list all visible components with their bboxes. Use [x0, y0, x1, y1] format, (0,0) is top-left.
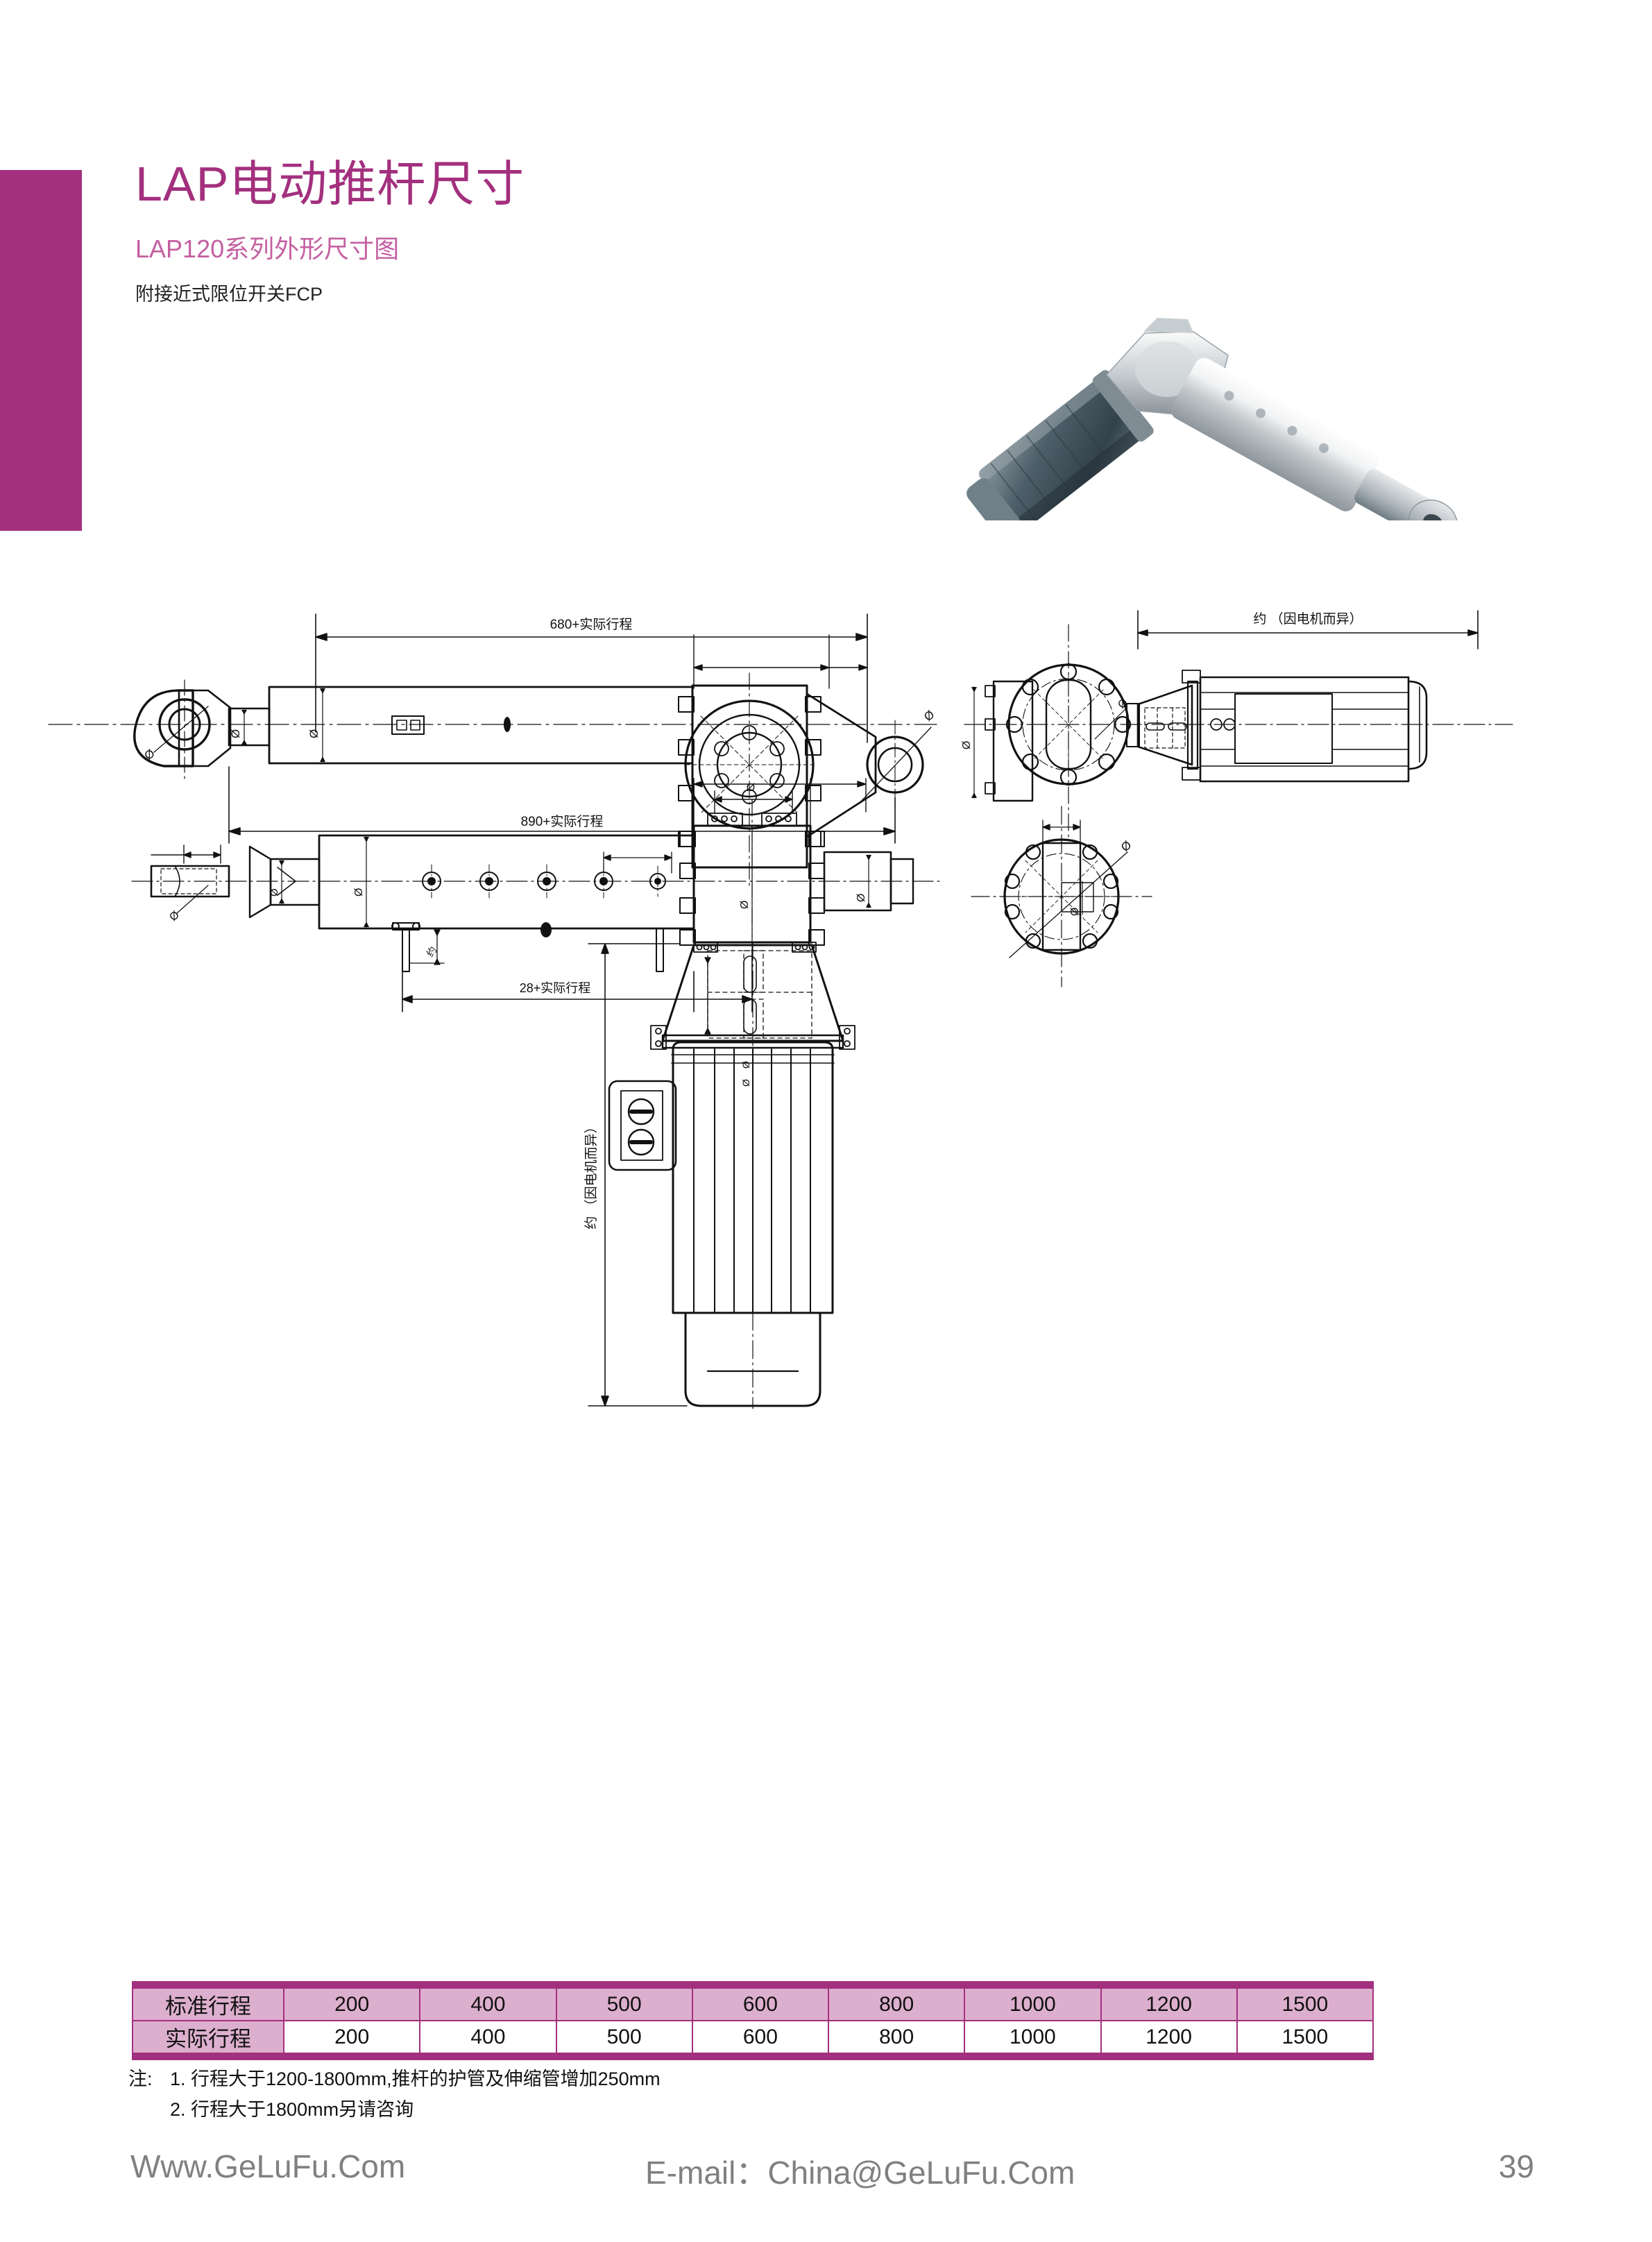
dim-diameter-bracket: Ø — [921, 708, 937, 724]
drawing-top-right-motor-view: 约 （因电机而异） — [961, 610, 1513, 840]
cell-actual-3: 600 — [691, 2020, 830, 2054]
protective-tube-mid: Ø — [318, 834, 695, 972]
dim-diameter-gearbox-top: Ø — [747, 782, 755, 794]
dim-diameter-motor-a: Ø — [740, 1061, 751, 1069]
title-block: LAP电动推杆尺寸 LAP120系列外形尺寸图 附接近式限位开关FCP — [135, 158, 525, 306]
dim-diameter-output-shaft: Ø — [855, 894, 867, 902]
table-row-actual-stroke: 实际行程 200 400 500 600 800 1000 1200 1500 — [132, 2020, 1374, 2054]
notes-block: 注: 1. 行程大于1200-1800mm,推杆的护管及伸缩管增加250mm 2.… — [128, 2064, 661, 2125]
row-label-actual-stroke: 实际行程 — [132, 2020, 284, 2054]
cell-actual-7: 1500 — [1236, 2020, 1374, 2054]
protective-tube: Ø — [268, 686, 694, 765]
cell-standard-7: 1500 — [1236, 1987, 1374, 2021]
technical-drawings: 680+实际行程 Ø — [0, 583, 1652, 1957]
drawing-mid-left-top-view: Ø Ø Ø — [131, 778, 944, 1012]
spec-table: 标准行程 200 400 500 600 800 1000 1200 1500 … — [132, 1987, 1374, 2054]
cell-standard-1: 400 — [419, 1987, 557, 2021]
cell-standard-6: 1200 — [1100, 1987, 1238, 2021]
dim-diameter-rod: Ø — [229, 729, 242, 738]
cell-actual-2: 500 — [555, 2020, 693, 2054]
dim-label-28: 28+实际行程 — [520, 981, 591, 995]
motor-adaptor-cone-vertical — [650, 942, 855, 1050]
table-row-standard-stroke: 标准行程 200 400 500 600 800 1000 1200 1500 — [132, 1987, 1374, 2021]
dim-diameter-flange-bore: Ø — [1069, 908, 1081, 916]
drawing-flange-detail: Ø Ø — [971, 806, 1152, 987]
dim-label-approx-vertical: 约 （因电机而异） — [584, 1120, 599, 1229]
dim-label-approx-motor: 约 （因电机而异） — [1253, 611, 1362, 627]
cell-actual-0: 200 — [282, 2020, 421, 2054]
cell-actual-4: 800 — [827, 2020, 966, 2054]
dim-small-gap: 约 — [424, 944, 438, 959]
page-footer: Www.GeLuFu.Com E-mail：China@GeLuFu.Com 3… — [0, 2148, 1652, 2203]
page-title: LAP电动推杆尺寸 — [135, 157, 525, 211]
footer-website[interactable]: Www.GeLuFu.Com — [130, 2148, 406, 2184]
actuator-tube-photo — [1170, 357, 1458, 547]
limit-switch-block — [391, 715, 425, 735]
dim-28-line — [402, 949, 753, 1012]
dim-diameter-motor-b: Ø — [740, 1079, 751, 1087]
motor-adaptor-cone — [1126, 670, 1201, 781]
cell-standard-2: 500 — [555, 1987, 693, 2021]
dim-diameter-housing-right: Ø — [961, 741, 973, 749]
footer-page-number: 39 — [1499, 2148, 1535, 2184]
drawing-bottom-motor-vertical: Ø Ø — [584, 942, 855, 1409]
page-subsubtitle: 附接近式限位开关FCP — [135, 283, 323, 305]
note-text-1: 1. 行程大于1200-1800mm,推杆的护管及伸缩管增加250mm — [170, 2069, 661, 2089]
stroke-spec-table: 标准行程 200 400 500 600 800 1000 1200 1500 … — [132, 1981, 1374, 2060]
terminal-box — [608, 1080, 677, 1171]
taper-transition: Ø — [248, 845, 321, 919]
dim-890-line — [228, 766, 896, 844]
dim-diameter-tube-mid: Ø — [353, 888, 365, 897]
dim-label-680: 680+实际行程 — [550, 617, 633, 632]
motor-body-vertical: Ø Ø — [608, 1041, 835, 1407]
cell-standard-0: 200 — [282, 1987, 421, 2021]
note-line-2: 2. 行程大于1800mm另请咨询 — [128, 2095, 661, 2125]
product-photo — [867, 291, 1471, 547]
cell-standard-5: 1000 — [964, 1987, 1102, 2021]
dim-approx-line — [1137, 610, 1479, 649]
accent-sidebar-block — [0, 170, 82, 531]
cell-actual-6: 1200 — [1100, 2020, 1238, 2054]
dim-diameter-taper: Ø — [269, 888, 280, 897]
dim-diameter-gearbox-side: Ø — [739, 901, 751, 909]
motor-body-right — [1199, 676, 1428, 783]
piston-rod: Ø — [228, 707, 271, 747]
output-shaft-right: Ø — [823, 851, 914, 912]
dim-diameter-flange-outer: Ø — [1118, 838, 1134, 854]
row-label-standard-stroke: 标准行程 — [132, 1987, 284, 2021]
dim-approx-vertical-line — [588, 943, 688, 1407]
gearbox-housing-top: Ø — [678, 672, 937, 889]
dim-label-890: 890+实际行程 — [521, 814, 604, 829]
drawing-top-left-side-view: 680+实际行程 Ø — [48, 613, 937, 889]
cell-standard-3: 600 — [691, 1987, 830, 2021]
cell-actual-5: 1000 — [964, 2020, 1102, 2054]
dim-diameter-tube: Ø — [307, 729, 321, 738]
footer-email[interactable]: E-mail：China@GeLuFu.Com — [645, 2155, 1075, 2191]
rod-eye-end-left: Ø — [133, 679, 232, 781]
cell-actual-1: 400 — [419, 2020, 557, 2054]
notes-lead-label: 注: — [128, 2069, 153, 2089]
gearbox-housing-right: Ø — [961, 680, 1034, 802]
note-text-2: 2. 行程大于1800mm另请咨询 — [170, 2098, 414, 2120]
note-line-1: 注: 1. 行程大于1200-1800mm,推杆的护管及伸缩管增加250mm — [128, 2064, 661, 2095]
dim-diameter-eye: Ø — [142, 747, 157, 763]
clevis-end-left: Ø — [150, 844, 230, 924]
table-top-rule — [132, 1981, 1374, 1987]
gearbox-housing-mid: Ø Ø — [679, 778, 867, 1000]
page-subtitle: LAP120系列外形尺寸图 — [135, 234, 400, 263]
cell-standard-4: 800 — [827, 1987, 966, 2021]
dim-680-line — [315, 613, 868, 743]
table-bottom-rule — [132, 2054, 1374, 2060]
